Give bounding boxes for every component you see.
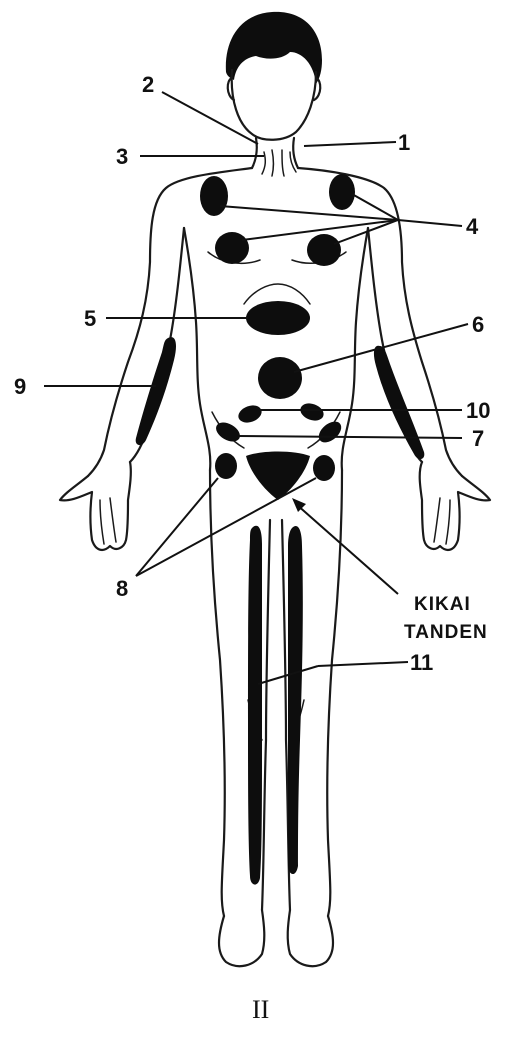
right-torso-side: [342, 228, 368, 470]
left-foot: [219, 910, 264, 966]
spot-4-upper-right: [329, 174, 355, 210]
spot-9-left-forearm: [136, 337, 176, 445]
spot-8-left: [215, 453, 237, 479]
left-leg-outer: [210, 470, 225, 916]
spot-4-upper-left: [200, 176, 228, 216]
spot-4-lower-left: [215, 232, 249, 264]
spot-7-right: [315, 418, 345, 447]
hair: [226, 12, 322, 84]
label-1: 1: [398, 130, 410, 155]
spot-6: [258, 357, 302, 399]
label-kikai: KIKAI: [414, 594, 471, 615]
label-tanden: TANDEN: [404, 622, 488, 643]
spot-10-left: [236, 402, 264, 425]
label-5: 5: [84, 306, 96, 331]
spot-5: [246, 301, 310, 335]
spot-10-right: [298, 400, 326, 423]
rib-arch: [244, 284, 310, 304]
spot-11-right-leg: [288, 526, 303, 874]
right-foot: [288, 910, 333, 966]
head: [226, 12, 322, 140]
spot-8-right: [313, 455, 335, 481]
left-leg-inner: [262, 520, 270, 910]
kikai-tanden-triangle: [246, 452, 310, 501]
spot-4-lower-right: [307, 234, 341, 266]
label-4: 4: [466, 214, 479, 239]
label-9: 9: [14, 374, 26, 399]
label-10: 10: [466, 398, 490, 423]
label-2: 2: [142, 72, 154, 97]
spot-11-left-leg: [248, 526, 262, 885]
legs: [210, 470, 342, 966]
label-11: 11: [410, 650, 433, 675]
face-outline: [232, 70, 316, 140]
right-hand: [420, 462, 490, 550]
spot-9-right-forearm: [374, 346, 424, 459]
left-torso-side: [184, 228, 210, 470]
left-hand: [60, 462, 131, 550]
label-6: 6: [472, 312, 484, 337]
label-8: 8: [116, 576, 128, 601]
label-3: 3: [116, 144, 128, 169]
label-7: 7: [472, 426, 484, 451]
figure-caption: II: [252, 995, 269, 1024]
